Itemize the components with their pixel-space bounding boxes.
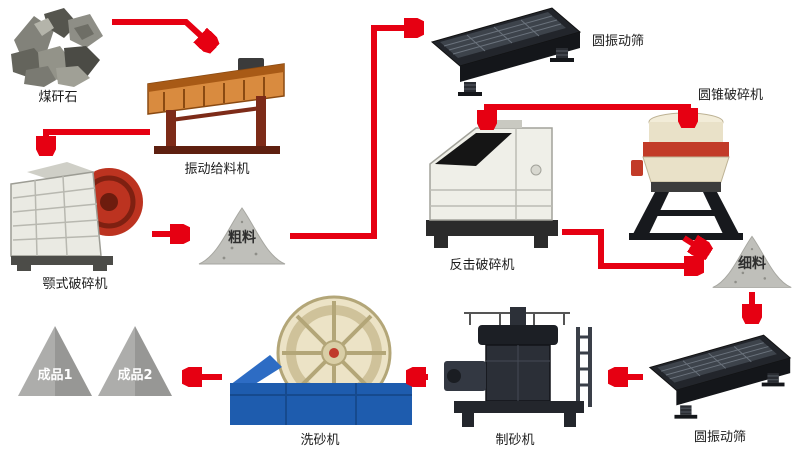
label-product1: 成品1 xyxy=(37,368,73,383)
jaw-crusher-icon xyxy=(10,162,143,271)
material-pile-icon xyxy=(712,235,792,288)
sand-making-machine-icon xyxy=(444,307,592,427)
arrow-feeder-to-jaw xyxy=(46,129,150,152)
label-product2: 成品2 xyxy=(117,368,153,383)
arrow-coarse-to-screen-top xyxy=(290,28,420,239)
impact-crusher-icon xyxy=(426,120,558,248)
node-jaw-crusher xyxy=(5,150,145,272)
node-sand-making-machine xyxy=(430,303,598,429)
label-impact-crusher: 反击破碎机 xyxy=(449,258,515,273)
node-sand-washer xyxy=(226,293,414,429)
label-screen-top: 圆振动筛 xyxy=(592,34,645,49)
label-cone-crusher: 圆锥破碎机 xyxy=(698,88,764,103)
label-jaw-crusher: 颚式破碎机 xyxy=(42,277,108,292)
vibrating-screen-icon xyxy=(648,334,792,419)
vibrating-feeder-icon xyxy=(147,58,285,154)
label-coarse-material: 粗料 xyxy=(228,230,256,246)
label-sand-maker: 制砂机 xyxy=(495,433,535,448)
node-product2 xyxy=(96,324,174,398)
product-pile-icon xyxy=(98,326,172,396)
arrow-raw-to-feeder xyxy=(112,19,212,46)
product-pile-icon xyxy=(18,326,92,396)
label-vibrating-feeder: 振动给料机 xyxy=(184,162,250,177)
sand-washer-icon xyxy=(230,295,412,425)
node-fine-material xyxy=(710,232,794,290)
label-screen-bottom: 圆振动筛 xyxy=(693,430,746,445)
label-raw-material: 煤矸石 xyxy=(38,90,78,105)
node-impact-crusher xyxy=(418,112,566,254)
node-vibrating-screen-bottom xyxy=(646,328,794,422)
node-raw-material xyxy=(8,4,108,88)
material-pile-icon xyxy=(198,207,286,265)
rock-pile-icon xyxy=(11,8,103,87)
cone-crusher-icon xyxy=(629,112,743,240)
node-vibrating-feeder xyxy=(140,52,292,157)
node-product1 xyxy=(16,324,94,398)
node-coarse-material xyxy=(196,204,288,266)
label-fine-material: 细料 xyxy=(738,256,766,272)
node-vibrating-screen-top xyxy=(428,2,584,98)
vibrating-screen-icon xyxy=(430,7,582,96)
label-sand-washer: 洗砂机 xyxy=(300,433,340,448)
node-cone-crusher xyxy=(627,106,745,242)
